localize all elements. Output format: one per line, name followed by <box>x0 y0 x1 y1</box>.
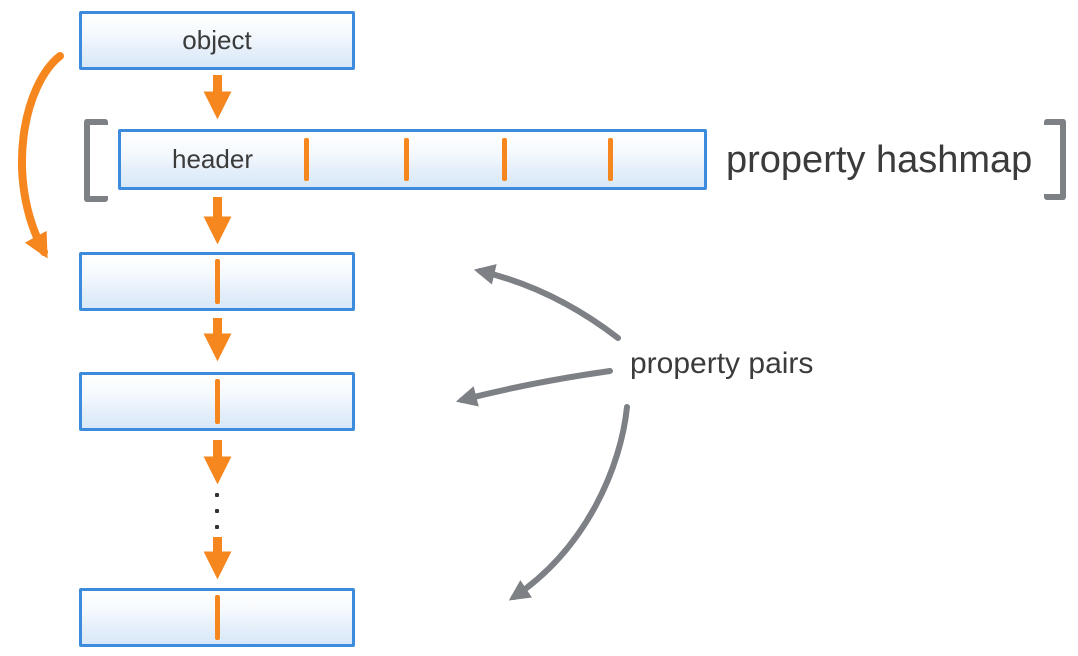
vertical-ellipsis-icon <box>215 525 219 529</box>
vertical-ellipsis-icon <box>215 493 219 497</box>
pair-divider <box>215 379 220 424</box>
right-bracket <box>1044 119 1066 200</box>
header-slot-divider <box>404 138 409 181</box>
gray-curved-arrow-middle-icon <box>455 368 613 407</box>
pair-divider <box>215 259 220 304</box>
property-pair-box-3 <box>79 588 355 647</box>
object-box: object <box>79 11 355 70</box>
header-box-label: header <box>172 144 253 174</box>
hashmap-header-box: header <box>118 129 707 190</box>
left-bracket <box>84 119 108 202</box>
vertical-ellipsis-icon <box>215 509 219 513</box>
header-slot-divider <box>502 138 507 181</box>
hashmap-label: property hashmap <box>726 138 1033 181</box>
pair-divider <box>215 595 220 640</box>
object-box-label: object <box>182 25 252 55</box>
property-pair-box-1 <box>79 252 355 311</box>
header-slot-divider <box>304 138 309 181</box>
gray-curved-arrow-bottom-icon <box>508 404 630 601</box>
pairs-label: property pairs <box>630 347 814 380</box>
gray-curved-arrow-top-icon <box>473 264 621 341</box>
header-slot-divider <box>608 138 613 181</box>
orange-curved-arrow-icon <box>17 52 64 259</box>
property-pair-box-2 <box>79 372 355 431</box>
